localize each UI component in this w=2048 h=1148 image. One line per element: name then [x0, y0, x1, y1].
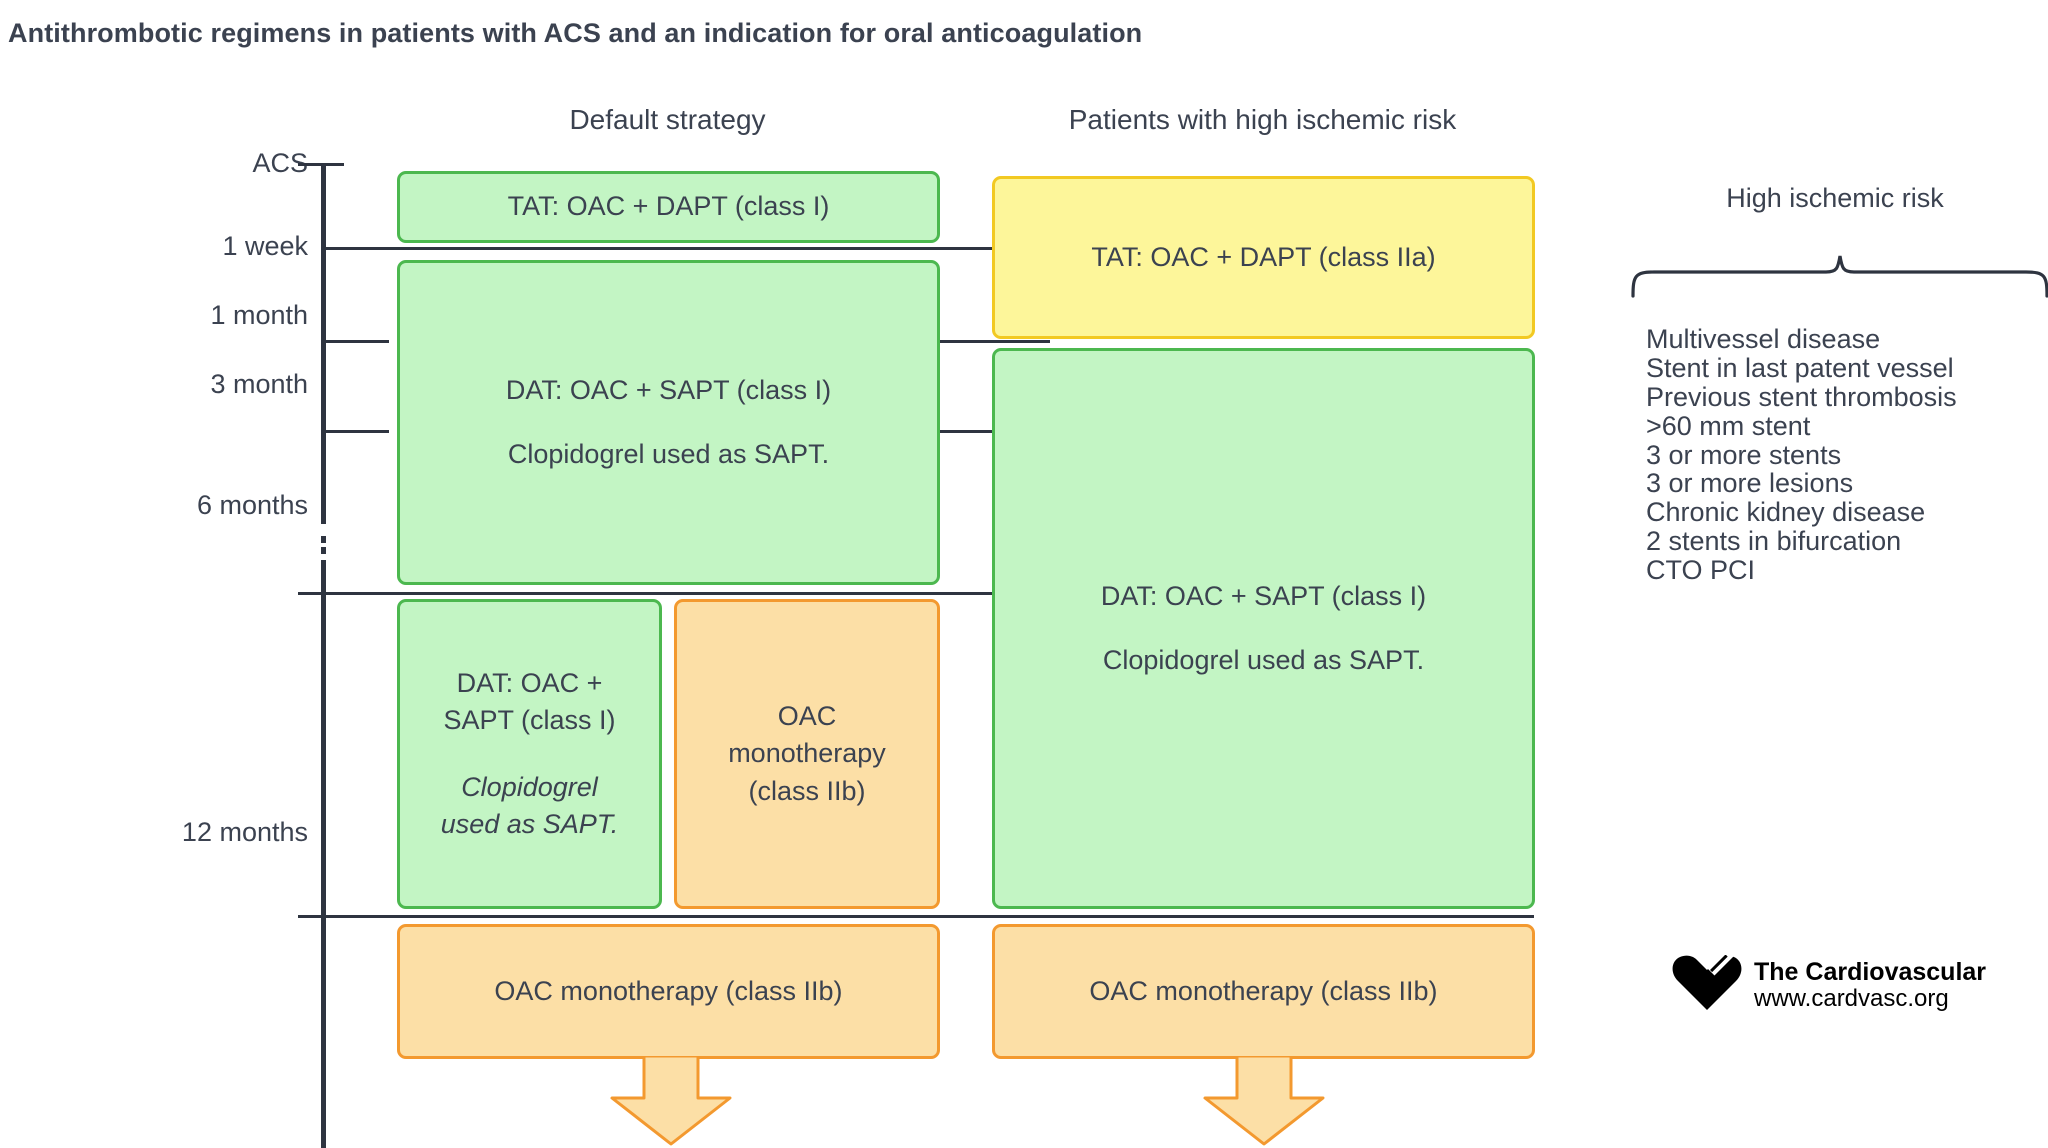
list-item: Chronic kidney disease [1646, 497, 1926, 528]
box-highrisk-oac-mono-bottom[interactable]: OAC monotherapy (class IIb) [992, 924, 1535, 1059]
box-default-dat-main-line2: Clopidogrel used as SAPT. [507, 438, 830, 469]
box-default-oac-mono-mid-line2: monotherapy [728, 738, 886, 769]
list-item: >60 mm stent [1646, 410, 1811, 441]
box-default-dat-late-sub1: Clopidogrel [461, 772, 598, 802]
list-item: Stent in last patent vessel [1646, 352, 1954, 383]
heart-stent-icon [1672, 945, 1742, 1016]
axis-tick-1-week: 1 week [222, 231, 308, 261]
box-default-dat-late-line1: DAT: OAC + [456, 667, 603, 698]
list-item: 2 stents in bifurcation [1646, 526, 1902, 557]
box-highrisk-oac-mono-bottom-label: OAC monotherapy (class IIb) [1089, 975, 1438, 1006]
rule-1-month-mid [940, 340, 1050, 343]
arrow-highrisk-continue [1190, 1056, 1338, 1146]
box-default-tat-label: TAT: OAC + DAPT (class I) [507, 191, 830, 222]
axis-tick-12-months: 12 months [181, 817, 308, 847]
box-default-dat-late-sub2: used as SAPT. [440, 809, 619, 840]
box-highrisk-dat-line1: DAT: OAC + SAPT (class I) [1100, 581, 1427, 612]
box-default-tat[interactable]: TAT: OAC + DAPT (class I) [397, 171, 940, 243]
list-item: 3 or more stents [1646, 439, 1842, 470]
axis-tick-1-month: 1 month [210, 300, 308, 330]
list-item: Multivessel disease [1646, 324, 1881, 354]
logo: The Cardiovascular www.cardvasc.org [1672, 945, 1987, 1016]
rule-1-week [321, 247, 1534, 250]
axis-line-upper [321, 164, 326, 524]
arrow-default-continue [597, 1056, 745, 1146]
box-highrisk-dat[interactable]: DAT: OAC + SAPT (class I) Clopidogrel us… [992, 348, 1535, 909]
rule-1-month-left [321, 340, 389, 343]
timeline-axis: ACS 1 week 1 month 3 month 6 months 12 m… [180, 140, 380, 1148]
box-default-dat-main[interactable]: DAT: OAC + SAPT (class I) Clopidogrel us… [397, 260, 940, 585]
box-default-dat-late-line2: SAPT (class I) [443, 704, 616, 735]
box-default-oac-mono-bottom-label: OAC monotherapy (class IIb) [494, 975, 843, 1006]
box-default-oac-mono-mid-line3: (class IIb) [748, 775, 866, 806]
rule-acs [298, 163, 344, 166]
curly-brace-icon [1630, 240, 2048, 305]
box-default-oac-mono-mid-line1: OAC [777, 701, 837, 732]
list-item: 3 or more lesions [1646, 468, 1854, 499]
axis-line-lower [321, 560, 326, 1148]
box-highrisk-tat[interactable]: TAT: OAC + DAPT (class IIa) [992, 176, 1535, 339]
list-item: Previous stent thrombosis [1646, 381, 1957, 412]
axis-tick-6-months: 6 months [196, 490, 308, 520]
axis-break-dot-1 [321, 536, 326, 543]
risk-factor-list: Multivessel disease Stent in last patent… [1646, 325, 2046, 585]
box-default-oac-mono-bottom[interactable]: OAC monotherapy (class IIb) [397, 924, 940, 1059]
rule-3-month-left [321, 430, 389, 433]
box-default-oac-mono-mid[interactable]: OAC monotherapy (class IIb) [674, 599, 940, 909]
logo-url: www.cardvasc.org [1754, 985, 1949, 1013]
page-title: Antithrombotic regimens in patients with… [8, 18, 1143, 48]
logo-name: The Cardiovascular [1754, 958, 1987, 987]
box-highrisk-dat-line2: Clopidogrel used as SAPT. [1102, 644, 1425, 675]
axis-tick-3-month: 3 month [210, 369, 308, 399]
column-header-high-ischemic-risk: Patients with high ischemic risk [1068, 104, 1457, 135]
axis-tick-acs: ACS [252, 148, 308, 178]
box-highrisk-tat-label: TAT: OAC + DAPT (class IIa) [1091, 241, 1436, 272]
box-default-dat-late[interactable]: DAT: OAC + SAPT (class I) Clopidogrel us… [397, 599, 662, 909]
rule-6-months [298, 592, 1534, 595]
column-header-default-strategy: Default strategy [569, 104, 766, 135]
risk-panel-title: High ischemic risk [1726, 183, 1944, 213]
rule-12-months [298, 915, 1534, 918]
list-item: CTO PCI [1646, 555, 1756, 585]
axis-break-dot-2 [321, 547, 326, 554]
box-default-dat-main-line1: DAT: OAC + SAPT (class I) [505, 375, 832, 406]
